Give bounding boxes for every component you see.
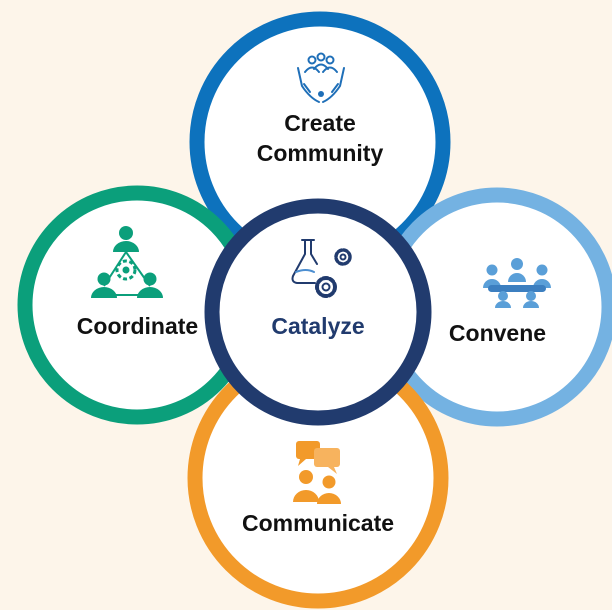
convene-label: Convene	[448, 320, 547, 346]
flask-gears-icon	[291, 239, 352, 298]
create-label-line1: Create	[284, 110, 356, 136]
catalyze-circle	[204, 198, 432, 426]
people-network-gear-icon	[91, 226, 163, 298]
people-chat-bubbles-icon	[293, 441, 341, 504]
communicate-label: Communicate	[241, 510, 395, 536]
meeting-table-icon	[483, 258, 551, 308]
catalyze-label: Catalyze	[271, 313, 365, 339]
create-community-label: Create Community	[220, 108, 420, 168]
create-label-line2: Community	[256, 140, 384, 166]
hands-holding-people-icon	[297, 52, 345, 103]
coordinate-label: Coordinate	[76, 313, 199, 339]
